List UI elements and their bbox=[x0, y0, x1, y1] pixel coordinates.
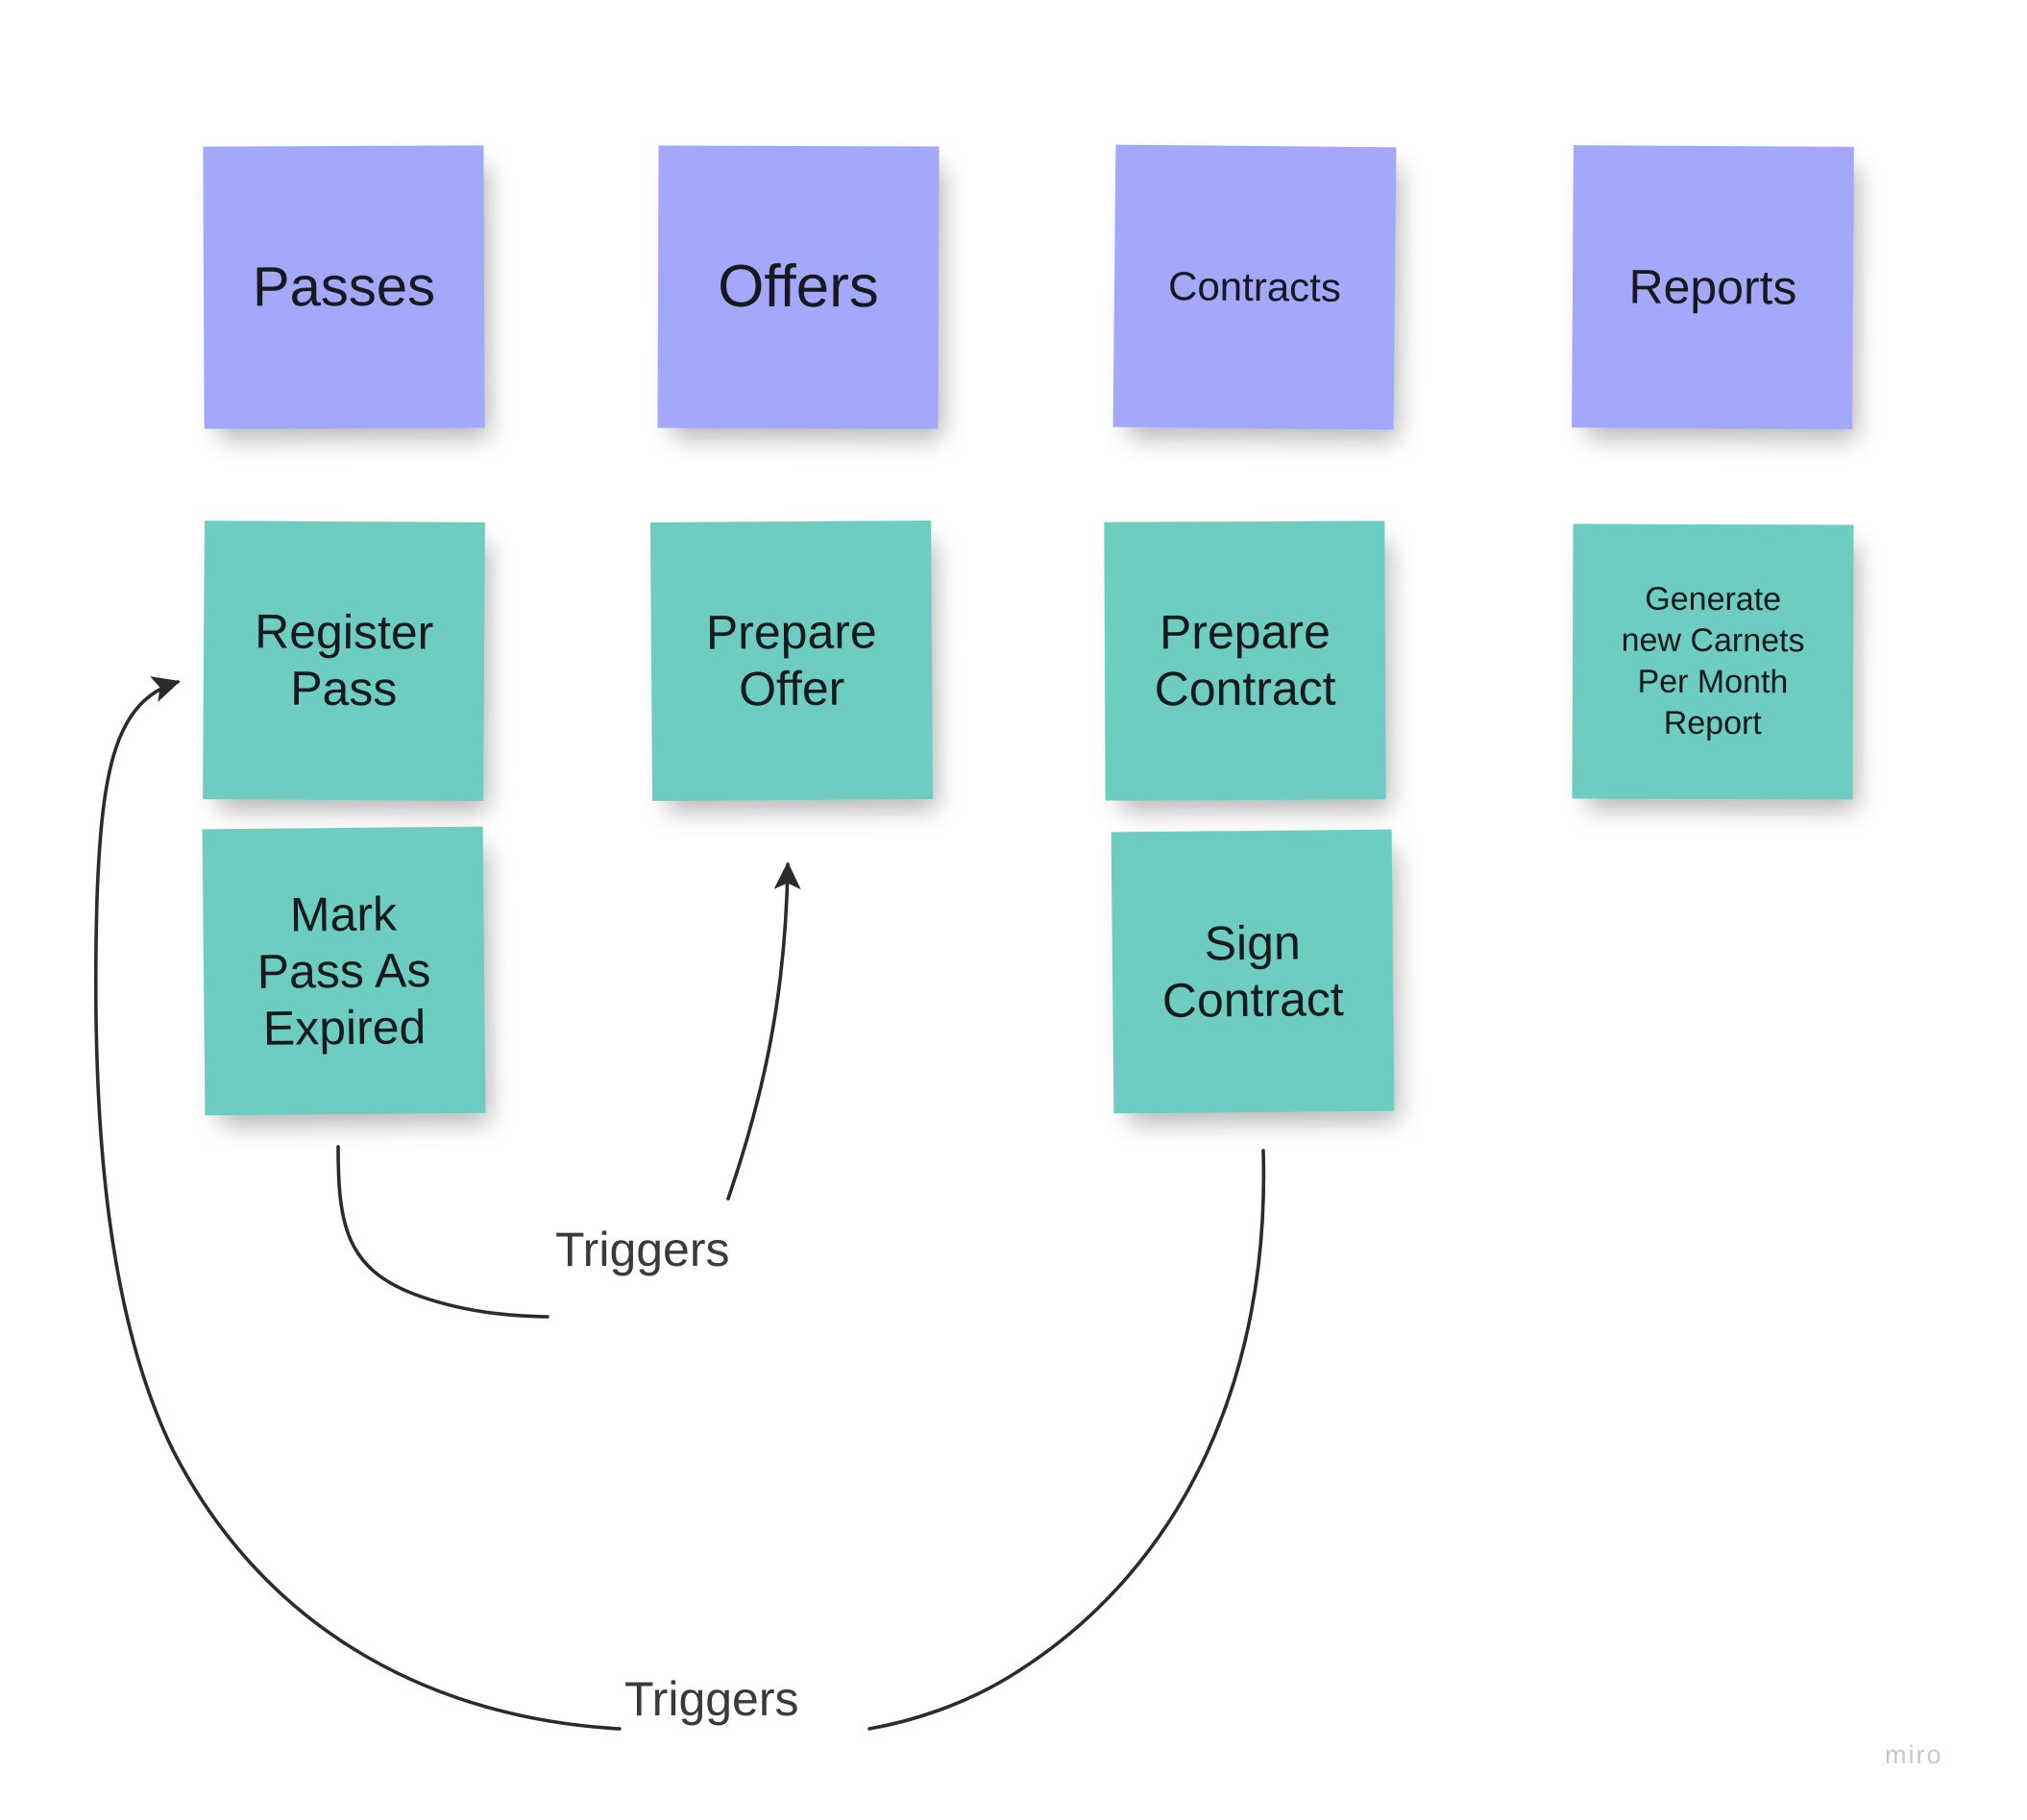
connector-mark-pass-to-triggers-tail bbox=[336, 1145, 549, 1319]
action-note-prepare-contract-label: Prepare Contract bbox=[1154, 604, 1336, 716]
category-note-reports-label: Reports bbox=[1628, 258, 1797, 315]
connector-sign-contract-to-triggers-tail bbox=[867, 1149, 1266, 1731]
category-note-passes-label: Passes bbox=[252, 255, 436, 319]
category-note-offers[interactable]: Offers bbox=[657, 145, 940, 429]
category-note-offers-label: Offers bbox=[718, 254, 879, 321]
connector-label-triggers-passes: Triggers bbox=[624, 1672, 799, 1726]
action-note-prepare-offer[interactable]: Prepare Offer bbox=[649, 520, 934, 802]
category-note-reports[interactable]: Reports bbox=[1572, 145, 1854, 429]
action-note-mark-pass-as-expired[interactable]: Mark Pass As Expired bbox=[202, 826, 486, 1116]
category-note-passes[interactable]: Passes bbox=[203, 145, 485, 429]
action-note-sign-contract-label: Sign Contract bbox=[1161, 915, 1345, 1028]
connector-label-triggers-offers: Triggers bbox=[555, 1223, 730, 1276]
action-note-mark-pass-as-expired-label: Mark Pass As Expired bbox=[256, 886, 431, 1056]
action-note-register-pass[interactable]: Register Pass bbox=[203, 521, 485, 801]
action-note-generate-carnets-report[interactable]: Generate new Carnets Per Month Report bbox=[1572, 523, 1854, 800]
action-note-sign-contract[interactable]: Sign Contract bbox=[1111, 829, 1395, 1114]
action-note-generate-carnets-report-label: Generate new Carnets Per Month Report bbox=[1621, 581, 1805, 742]
connector-triggers-to-prepare-offer bbox=[726, 861, 801, 1201]
action-note-register-pass-label: Register Pass bbox=[254, 604, 434, 716]
action-note-prepare-offer-label: Prepare Offer bbox=[705, 604, 877, 716]
category-note-contracts-label: Contracts bbox=[1167, 263, 1342, 311]
miro-watermark: miro bbox=[1885, 1740, 1943, 1769]
action-note-prepare-contract[interactable]: Prepare Contract bbox=[1104, 521, 1386, 801]
category-note-contracts[interactable]: Contracts bbox=[1112, 144, 1397, 430]
